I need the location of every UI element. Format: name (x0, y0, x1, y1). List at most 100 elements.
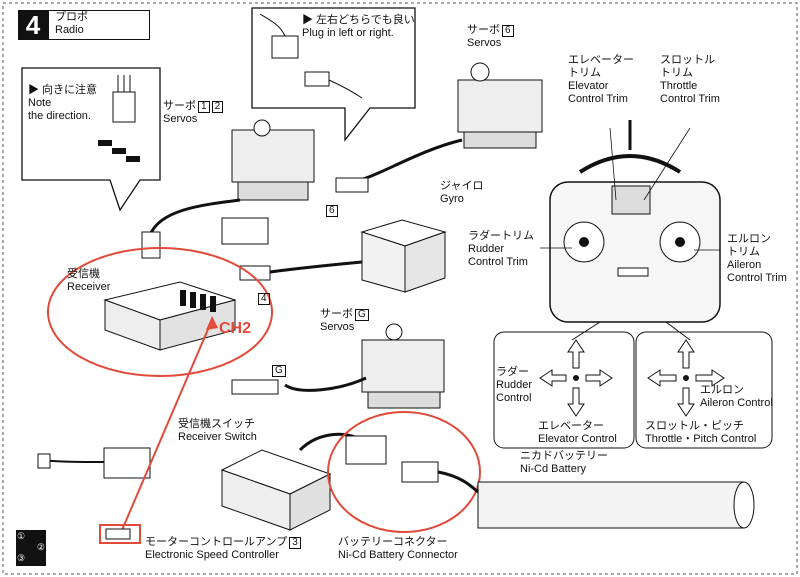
throttle-trim-en2: Control Trim (660, 93, 720, 105)
step-icon-n3: ③ (17, 553, 26, 563)
plug-callout (251, 7, 416, 142)
gyro-label: ジャイロ Gyro (440, 180, 483, 206)
receiver-label: 受信機 Receiver (67, 268, 110, 294)
step-icon-n2: ② (36, 542, 45, 552)
elevator-trim-jp2: トリム (568, 67, 601, 79)
plug-jp: ▶ 左右どちらでも良い (302, 14, 415, 26)
throttle-trim-label: スロットル トリム Throttle Control Trim (660, 54, 720, 106)
elevator-trim-label: エレベーター トリム Elevator Control Trim (568, 54, 634, 106)
receiver-switch-label: 受信機スイッチ Receiver Switch (178, 418, 257, 444)
battery-jp: ニカドバッテリー (520, 450, 608, 462)
servo-2-num: 2 (211, 101, 224, 113)
throttle-aileron-box (635, 331, 773, 449)
throttle-trim-jp2: トリム (660, 67, 693, 79)
elevator-trim-jp1: エレベーター (568, 54, 634, 66)
section-title-box: プロポ Radio (48, 10, 150, 40)
elevator-control-jp: エレベーター (538, 420, 604, 432)
ch2-arrow-head (206, 316, 218, 330)
servo-6-jp: サーボ (467, 24, 500, 36)
battery-label: ニカドバッテリー Ni-Cd Battery (520, 450, 608, 476)
leader-lines (540, 127, 720, 251)
section-title-en: Radio (55, 24, 84, 36)
note-callout (21, 67, 161, 212)
gyro-jp: ジャイロ (440, 180, 484, 192)
aileron-trim-label: エルロン トリム Aileron Control Trim (727, 233, 787, 285)
aileron-trim-jp1: エルロン (727, 233, 771, 245)
section-number: 4 (18, 10, 48, 40)
rudder-control-en1: Rudder (496, 379, 533, 391)
receiver-en: Receiver (67, 281, 111, 293)
rudder-control-en2: Control (496, 392, 532, 404)
plug-en: Plug in left or right. (302, 27, 394, 39)
note-jp: ▶ 向きに注意 (28, 84, 98, 96)
throttle-trim-en1: Throttle (660, 80, 698, 92)
plug-label: ▶ 左右どちらでも良い Plug in left or right. (302, 14, 415, 40)
gyro-illustration (269, 219, 447, 293)
servo-6-illustration (335, 62, 543, 193)
aileron-trim-en1: Aileron (727, 259, 762, 271)
gyro-connector-plug (239, 265, 271, 281)
connector-g-label: G (270, 364, 286, 377)
receiver-switch-jp: 受信機スイッチ (178, 418, 255, 430)
connector-4-label: 4 (256, 292, 270, 305)
step-icon-numbers: ① ② ③ (17, 531, 47, 567)
rudder-trim-en1: Rudder (468, 243, 505, 255)
esc-illustration (220, 432, 361, 531)
transmitter-illustration (549, 120, 721, 323)
esc-jp: モーターコントロールアンプ (145, 536, 288, 548)
battery-en: Ni-Cd Battery (520, 463, 587, 475)
ch2-label: CH2 (219, 320, 252, 337)
rudder-elevator-arrows (539, 339, 613, 417)
note-label: ▶ 向きに注意 Note the direction. (28, 84, 97, 123)
gyro-en: Gyro (440, 193, 464, 205)
esc-en: Electronic Speed Controller (145, 549, 279, 561)
elevator-control-label: エレベーター Elevator Control (538, 420, 617, 446)
servo-1-2-en: Servos (163, 113, 198, 125)
throttle-control-en: Throttle・Pitch Control (645, 433, 757, 445)
battery-connector-label: バッテリーコネクター Ni-Cd Battery Connector (338, 536, 458, 562)
step-icon-n1: ① (17, 531, 26, 541)
rudder-trim-label: ラダートリム Rudder Control Trim (468, 230, 534, 269)
receiver-jp: 受信機 (67, 268, 100, 280)
aileron-trim-jp2: トリム (727, 246, 760, 258)
receiver-switch-illustration (103, 447, 151, 479)
receiver-highlight-circle (47, 247, 273, 377)
switch-plug-highlight (99, 524, 141, 544)
battery-connector-highlight-circle (327, 411, 481, 533)
receiver-illustration (103, 281, 237, 351)
elevator-trim-en2: Control Trim (568, 93, 628, 105)
servo-6-num: 6 (502, 25, 514, 37)
section-title-jp: プロポ (55, 11, 88, 23)
rudder-trim-jp: ラダートリム (468, 230, 534, 242)
servo-1-2-illustration (141, 119, 315, 259)
servo-1-2-jp: サーボ (163, 100, 196, 112)
servo-g-num: G (355, 309, 369, 321)
rudder-control-label: ラダー Rudder Control (496, 366, 532, 405)
ch2-arrow-line (121, 319, 213, 531)
servo-connector-plug (221, 217, 269, 245)
switch-plug (105, 528, 131, 540)
servo-g-jp: サーボ (320, 308, 353, 320)
battery-connector-jp: バッテリーコネクター (338, 536, 448, 548)
receiver-switch-en: Receiver Switch (178, 431, 257, 443)
note-en-1: Note (28, 97, 52, 109)
battery-connector-en: Ni-Cd Battery Connector (338, 549, 458, 561)
rudder-elevator-box (493, 331, 635, 449)
rudder-trim-en2: Control Trim (468, 256, 528, 268)
servo-g-en: Servos (320, 321, 355, 333)
servo-g-illustration (231, 323, 445, 409)
aileron-control-jp: エルロン (700, 384, 744, 396)
throttle-trim-jp1: スロットル (660, 54, 715, 66)
aileron-control-label: エルロン Aileron Control (700, 384, 773, 410)
rudder-control-jp: ラダー (496, 366, 529, 378)
connector-6-label: 6 (324, 204, 338, 217)
note-en-2: the direction. (28, 110, 91, 122)
aileron-trim-en2: Control Trim (727, 272, 787, 284)
battery-connector-illustration (345, 435, 439, 483)
